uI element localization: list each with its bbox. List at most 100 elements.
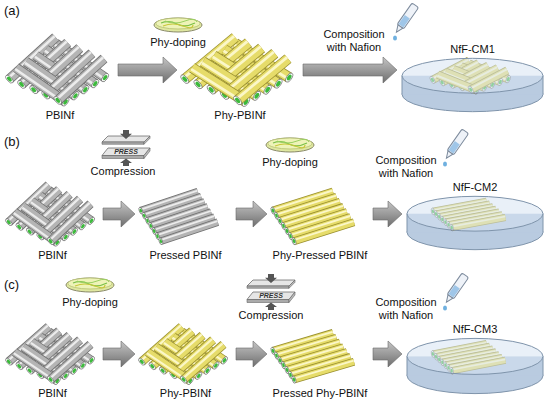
fiber-end [89,218,94,224]
fiber-end [81,84,90,95]
membrane-top [402,58,543,93]
fiber-end [70,227,78,236]
fiber-end [181,377,187,383]
fiber-end [220,356,228,365]
fiber-end [212,361,220,370]
fiber-end [18,81,24,88]
fiber-end [263,84,273,96]
fiber-end [100,72,109,83]
panel-label: (c) [4,277,19,292]
fiber-highlight [57,58,103,100]
stage-label: Phy-PBINf [180,108,300,122]
fiber-end [271,348,275,353]
fiber-end [4,218,13,227]
fiber-end [15,222,24,231]
fiber-end [70,366,78,375]
fiber-group [270,191,354,246]
membrane-top [407,338,543,374]
step-label: Compression [226,309,316,322]
stage-label: PBINf [5,248,100,262]
step-label: Phy-doping [138,36,218,49]
fiber-end [6,76,12,83]
petri-dish-icon [66,278,114,292]
fiber-end [292,239,296,244]
membrane-top [407,196,543,231]
membrane-node: NfF-CM1 [400,42,545,114]
fiber-end [17,79,27,89]
petri-dish-icon [266,138,314,152]
step-label: Composition with Nafion [370,154,442,180]
fiber-end [291,237,297,245]
fiber-body [161,222,218,241]
fiber-body [294,222,354,241]
fiber-outline [51,204,91,241]
stage-label: Phy-PBINf [138,386,233,400]
fiber-end [82,86,88,93]
fiber-highlight [183,343,223,378]
process-arrow [303,57,397,83]
fiber-end [87,356,95,365]
fiber-end [159,239,163,244]
fiber-end [92,80,98,87]
fiber-end [275,353,279,358]
fiber-end [16,224,22,230]
process-arrow [103,341,135,367]
pipette-icon [393,3,419,41]
fiber-end [264,86,271,93]
fiber-end [80,223,85,229]
petri-dish-icon [154,18,202,32]
fiber-mat-illustration [270,322,370,386]
fiber-end [222,357,227,363]
fiber-end [139,359,145,365]
fiber-outline [58,59,104,101]
fiber-end [285,368,289,373]
fiber-end [289,372,293,377]
fiber-end [6,219,12,225]
fiber-outline [238,59,288,101]
fiber-highlight [50,203,90,240]
stage-label: NfF-CM1 [400,42,545,56]
fiber-highlight [294,361,354,379]
fiber-end [146,218,150,223]
membrane-illustration [400,56,545,114]
fiber-mat-node: PBINf [5,322,100,400]
fiber-end [48,377,54,383]
fiber-mat-node: Phy-Pressed PBINf [270,180,370,262]
panel-label: (b) [4,134,20,149]
fiber-end [72,92,78,99]
fiber-end [148,362,157,371]
fiber-outline [184,344,224,379]
fiber-end [292,377,296,382]
fiber-end [278,218,282,223]
fiber-group [138,191,218,246]
fiber-highlight [147,353,190,382]
fiber-group [270,332,354,384]
fiber-group [407,196,543,249]
fiber-end [275,213,279,218]
fiber-mat-illustration [5,180,100,248]
step-label: Phy-doping [250,156,330,169]
step-label: Composition with Nafion [318,28,390,54]
step-label: Compression [78,165,168,178]
process-arrow [373,201,402,227]
step-label: Composition with Nafion [370,296,442,322]
fiber-mat-illustration [138,322,233,386]
fiber-end [80,363,85,369]
fiber-end [203,366,211,375]
fiber-outline [294,222,354,241]
fiber-end [282,223,286,228]
fiber-end [232,95,243,106]
press-text: PRESS [108,147,144,156]
membrane-node: NfF-CM2 [405,180,545,252]
fiber-body [58,59,104,101]
pipette-icon [443,273,469,311]
fiber-end [16,363,22,369]
fiber-group [407,338,543,393]
process-arrow [373,341,402,367]
fiber-end [156,234,160,239]
press-icon [247,274,295,310]
fiber-end [152,229,156,234]
fiber-end [179,375,188,384]
press-icon [102,130,150,166]
